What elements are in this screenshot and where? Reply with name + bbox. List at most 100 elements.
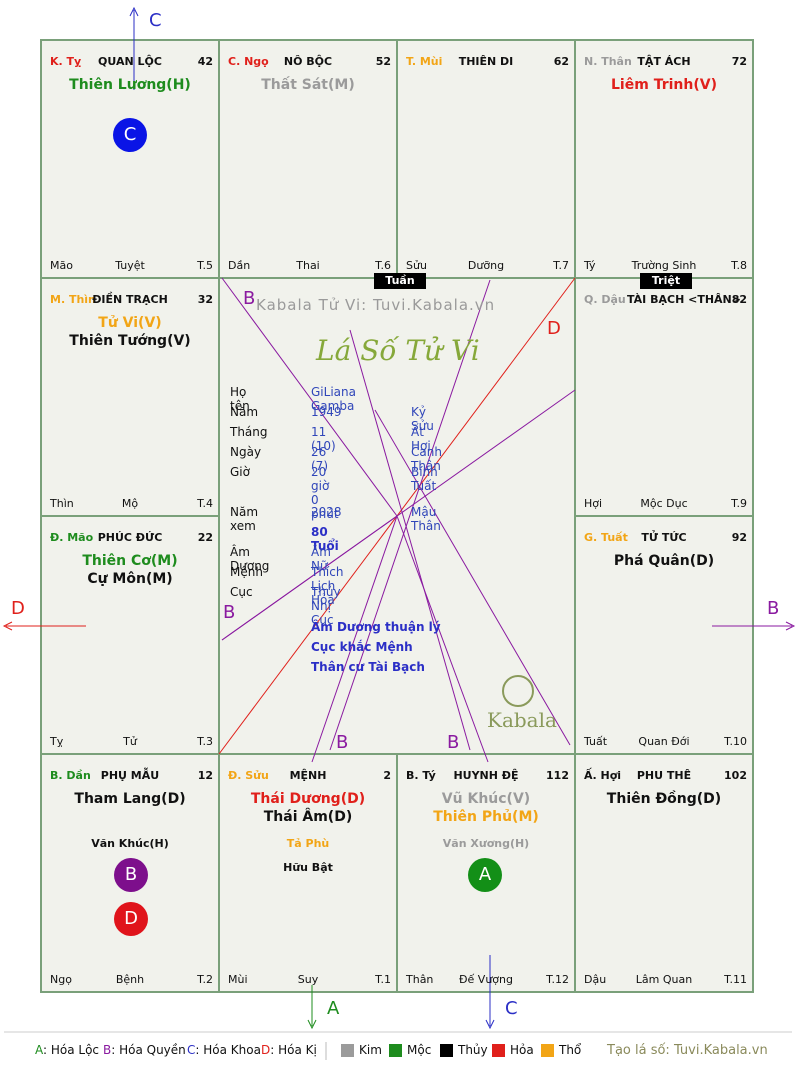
info-note: Âm Dương thuận lý: [311, 620, 441, 634]
info-value: 80 Tuổi: [311, 525, 339, 553]
major-stars: Thiên Cơ(M)Cự Môn(M): [41, 552, 219, 588]
major-stars: Thiên Đồng(D): [575, 790, 753, 808]
foot-left: Mùi: [228, 973, 248, 986]
info-value-2: Mậu Thân: [411, 505, 441, 533]
legend-site-link[interactable]: Tạo lá số: Tuvi.Kabala.vn: [607, 1043, 768, 1058]
major-stars: Vũ Khúc(V)Thiên Phủ(M): [397, 790, 575, 826]
info-label: Năm xem: [230, 505, 259, 533]
palace-house: NÔ BỘC: [283, 55, 333, 68]
palace-age: 52: [375, 55, 391, 68]
legend-tho: Thổ: [559, 1043, 582, 1057]
major-star: Thiên Đồng(D): [606, 791, 722, 807]
foot-center: Dưỡng: [467, 259, 505, 272]
major-stars: Thiên Lương(H): [41, 76, 219, 94]
foot-right: T.1: [375, 973, 391, 986]
badge-a: A: [468, 858, 502, 892]
foot-center: Đế Vượng: [459, 973, 513, 986]
info-label: Giờ: [230, 465, 250, 479]
foot-right: T.6: [375, 259, 391, 272]
info-value-2: Bính Tuất: [411, 465, 438, 493]
line-label-b1: B: [243, 288, 256, 309]
palace-age: 82: [731, 293, 747, 306]
legend-thuy-swatch: [440, 1044, 453, 1057]
foot-center: Tử: [123, 735, 137, 748]
legend-thuy: Thủy: [458, 1043, 488, 1057]
major-star: Tử Vi(V): [98, 315, 162, 331]
foot-center: Suy: [297, 973, 319, 986]
foot-center: Trường Sinh: [631, 259, 697, 272]
palace-age: 102: [724, 769, 747, 782]
major-star: Vũ Khúc(V): [441, 791, 531, 807]
legend-hoa-quyen: B: Hóa Quyền: [103, 1043, 186, 1057]
palace-age: 32: [197, 293, 213, 306]
palace-house: QUAN LỘC: [98, 55, 162, 68]
foot-right: T.5: [197, 259, 213, 272]
palace-house: HUYNH ĐỆ: [453, 769, 519, 782]
info-value-2: Kỷ Sửu: [411, 405, 434, 433]
foot-center: Quan Đới: [638, 735, 690, 748]
info-note: Thân cư Tài Bạch: [311, 660, 425, 674]
palace-age: 92: [731, 531, 747, 544]
watermark-text: Kabala Tử Vi: Tuvi.Kabala.vn: [256, 296, 496, 314]
dir-left-d: D: [11, 598, 25, 619]
palace-branch: B. Tý: [406, 769, 436, 782]
palace-branch: B. Dần: [50, 769, 91, 782]
legend-kim-swatch: [341, 1044, 354, 1057]
foot-center: Lâm Quan: [635, 973, 693, 986]
foot-left: Hợi: [584, 497, 603, 510]
info-note: Cục khắc Mệnh: [311, 640, 413, 654]
info-label: Mệnh: [230, 565, 263, 579]
foot-right: T.8: [731, 259, 747, 272]
foot-center: Mộc Dục: [640, 497, 688, 510]
foot-center: Thai: [296, 259, 320, 272]
palace-house: MỆNH: [289, 769, 327, 782]
palace-age: 112: [546, 769, 569, 782]
foot-left: Thìn: [50, 497, 74, 510]
foot-center: Tuyệt: [115, 259, 145, 272]
palace-house: PHỤ MẪU: [100, 769, 160, 782]
legend-kim: Kim: [359, 1043, 382, 1057]
major-stars: Tham Lang(D): [41, 790, 219, 808]
triet-tag: Triệt: [640, 273, 692, 289]
foot-left: Mão: [50, 259, 73, 272]
foot-left: Ngọ: [50, 973, 72, 986]
foot-center: Bệnh: [115, 973, 145, 986]
foot-center: Mộ: [121, 497, 139, 510]
legend-tho-swatch: [541, 1044, 554, 1057]
palace-branch: Đ. Mão: [50, 531, 94, 544]
foot-right: T.4: [197, 497, 213, 510]
major-star: Cự Môn(M): [87, 571, 173, 587]
info-value-2: Ất Hợi: [411, 425, 431, 453]
minor-star: Văn Khúc(H): [91, 837, 169, 850]
palace-branch: Đ. Sửu: [228, 769, 269, 782]
foot-right: T.9: [731, 497, 747, 510]
major-star: Tham Lang(D): [74, 791, 186, 807]
palace-house: TỬ TỨC: [641, 531, 687, 544]
foot-right: T.11: [724, 973, 747, 986]
brand-logo: Kabala: [487, 708, 557, 732]
foot-left: Tỵ: [50, 735, 64, 748]
info-value: 20 giờ 0 phút: [311, 465, 339, 521]
foot-right: T.10: [724, 735, 747, 748]
info-value-2: Canh Thân: [411, 445, 442, 473]
palace-house: TẬT ÁCH: [637, 55, 691, 68]
info-value: GiLiana Gamba: [311, 385, 356, 413]
foot-left: Tý: [584, 259, 596, 272]
dir-bottom-c: C: [505, 998, 518, 1019]
info-label: Họ tên: [230, 385, 250, 413]
dir-top-c: C: [149, 10, 162, 31]
tuan-tag: Tuần: [374, 273, 426, 289]
